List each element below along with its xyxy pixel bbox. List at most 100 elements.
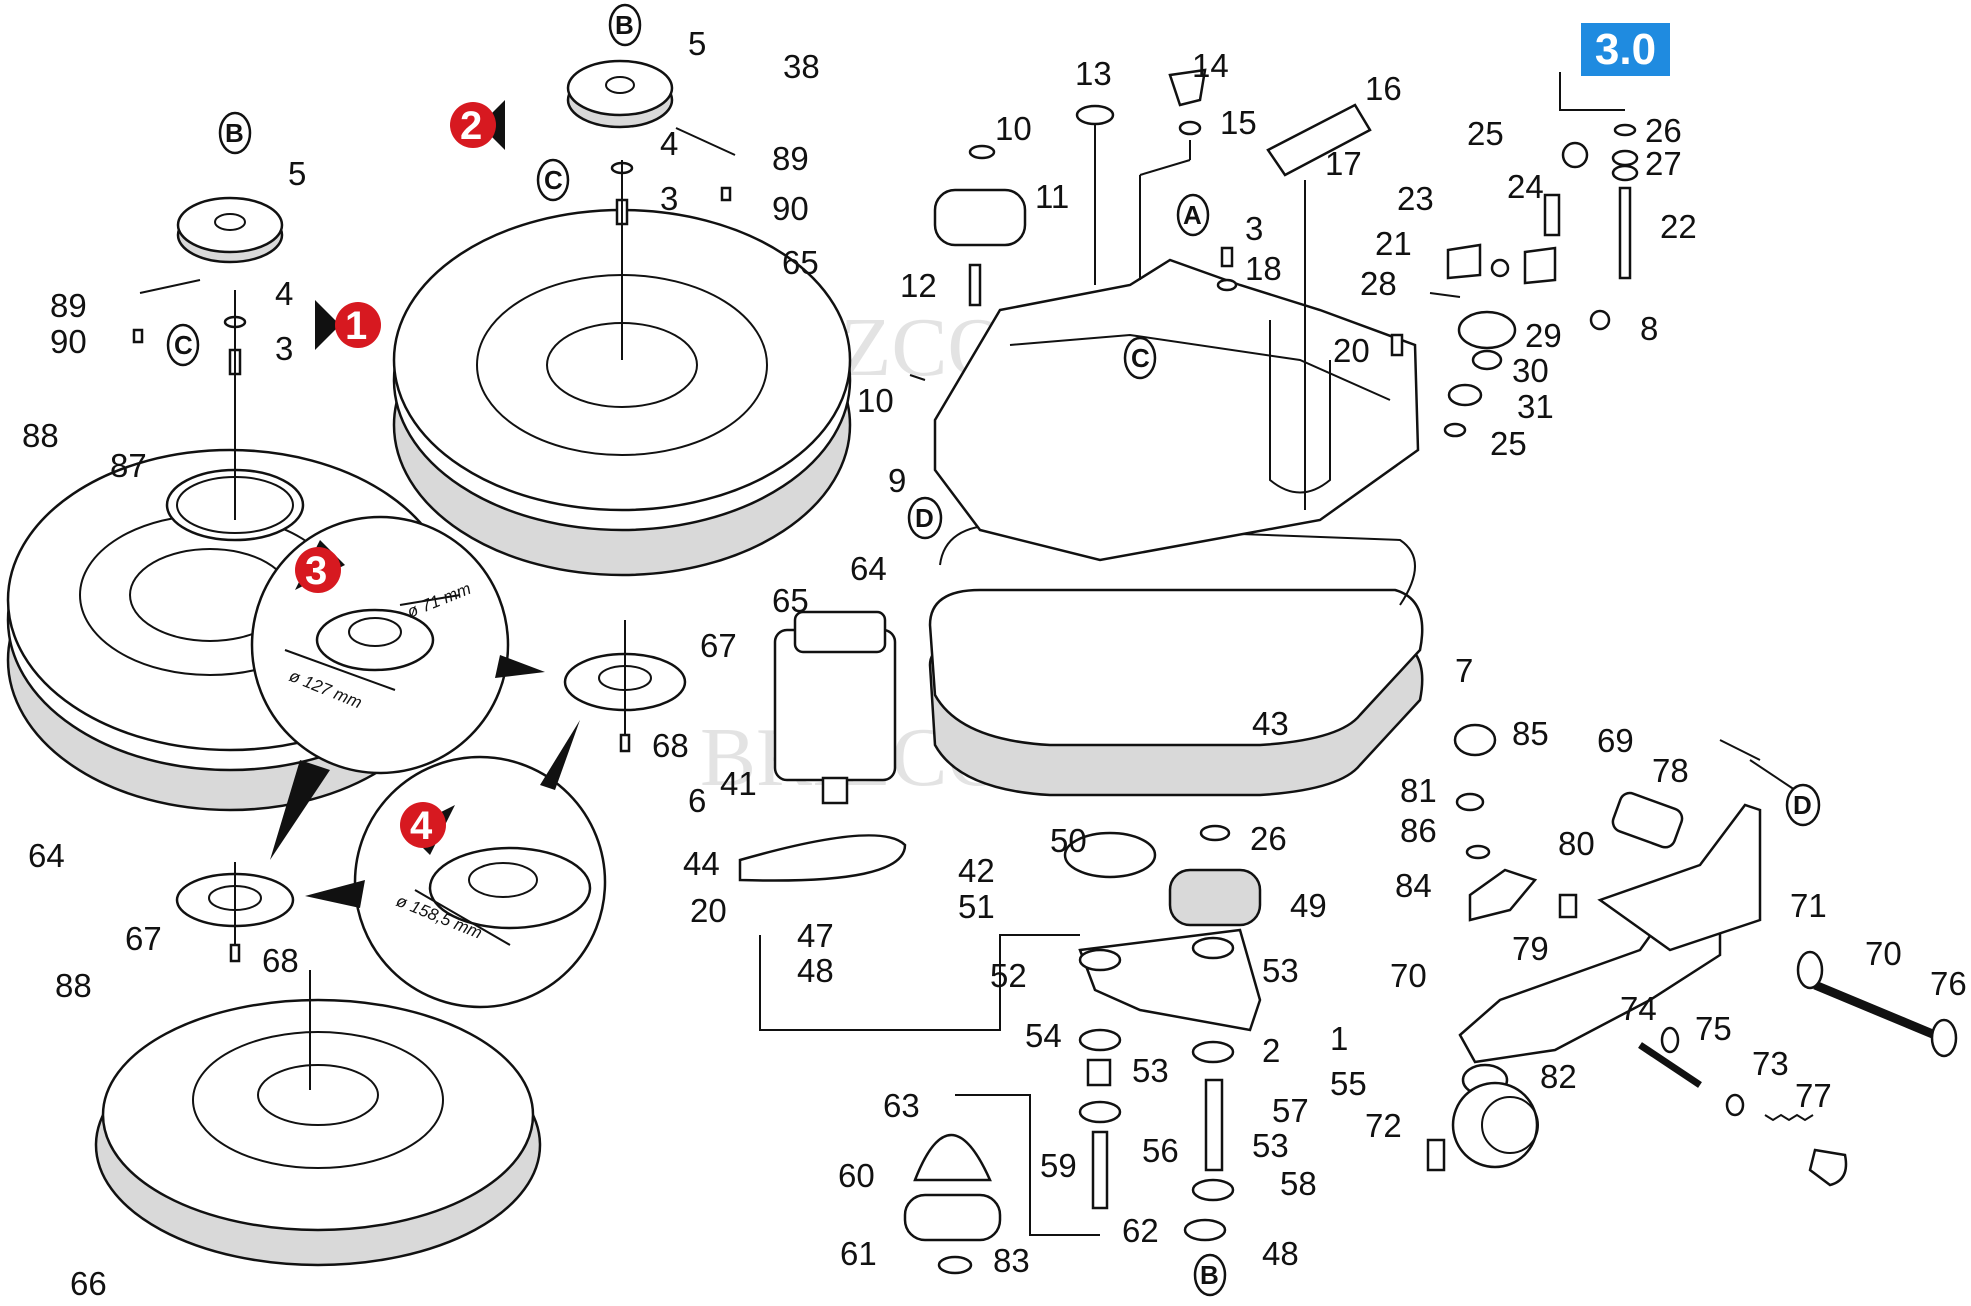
part-label: 53 — [1132, 1052, 1169, 1089]
svg-text:2: 2 — [460, 104, 482, 148]
part-label: 72 — [1365, 1107, 1402, 1144]
part-label: 68 — [262, 942, 299, 979]
part-label: 83 — [993, 1242, 1030, 1279]
part-label: 16 — [1365, 70, 1402, 107]
part-label: 66 — [70, 1265, 107, 1302]
part-label: 85 — [1512, 715, 1549, 752]
part-label: 21 — [1375, 225, 1412, 262]
svg-text:4: 4 — [410, 804, 433, 848]
part-label: 62 — [1122, 1212, 1159, 1249]
part-label: 22 — [1660, 208, 1697, 245]
part-label: 56 — [1142, 1132, 1179, 1169]
part-label: 87 — [110, 447, 147, 484]
part-label: 24 — [1507, 168, 1544, 205]
part-label: 73 — [1752, 1045, 1789, 1082]
part-label: 79 — [1512, 930, 1549, 967]
part-label: 64 — [850, 550, 887, 587]
part-label: 8 — [1640, 310, 1658, 347]
part-label: 25 — [1490, 425, 1527, 462]
part-label: 80 — [1558, 825, 1595, 862]
svg-text:B: B — [615, 10, 634, 40]
part-label: 53 — [1252, 1127, 1289, 1164]
part-label: 3 — [660, 180, 678, 217]
part-label: 13 — [1075, 55, 1112, 92]
part-label: 29 — [1525, 317, 1562, 354]
svg-text:D: D — [915, 503, 934, 533]
part-label: 44 — [683, 845, 720, 882]
wheel-frame — [1426, 723, 1958, 1187]
part-label: 60 — [838, 1157, 875, 1194]
part-label: 65 — [772, 582, 809, 619]
part-label: 10 — [857, 382, 894, 419]
part-label: 51 — [958, 888, 995, 925]
handle-hardware — [1390, 72, 1639, 438]
part-label: 4 — [275, 275, 293, 312]
part-label: 49 — [1290, 887, 1327, 924]
svg-text:B: B — [225, 118, 244, 148]
part-label: 52 — [990, 957, 1027, 994]
part-label: 23 — [1397, 180, 1434, 217]
part-label: 15 — [1220, 104, 1257, 141]
part-label: 10 — [995, 110, 1032, 147]
part-label: 88 — [22, 417, 59, 454]
part-label: 4 — [660, 125, 678, 162]
part-label: 65 — [782, 244, 819, 281]
part-label: 89 — [772, 140, 809, 177]
svg-text:C: C — [544, 165, 563, 195]
part-label: 9 — [888, 462, 906, 499]
part-label: 57 — [1272, 1092, 1309, 1129]
part-label: 90 — [50, 323, 87, 360]
svg-text:1: 1 — [345, 304, 367, 348]
part-label: 26 — [1250, 820, 1287, 857]
part-label: 43 — [1252, 705, 1289, 742]
part-label: 64 — [28, 837, 65, 874]
part-label: 71 — [1790, 887, 1827, 924]
part-label: 38 — [783, 48, 820, 85]
part-label: 67 — [700, 627, 737, 664]
part-label: 3 — [275, 330, 293, 367]
part-label: 78 — [1652, 752, 1689, 789]
part-label: 75 — [1695, 1010, 1732, 1047]
svg-text:C: C — [1131, 343, 1150, 373]
middle-pad-holder — [392, 59, 852, 753]
svg-text:C: C — [174, 330, 193, 360]
detail-markers: 1 2 3 4 — [295, 100, 505, 855]
part-label: 89 — [50, 287, 87, 324]
part-label: 67 — [125, 920, 162, 957]
part-label: 2 — [1262, 1032, 1280, 1069]
part-label: 90 — [772, 190, 809, 227]
part-label: 70 — [1865, 935, 1902, 972]
part-label: 25 — [1467, 115, 1504, 152]
svg-text:B: B — [1200, 1260, 1219, 1290]
part-label: 26 — [1645, 112, 1682, 149]
part-labels: 5 89 90 4 3 88 87 64 67 88 68 66 5 4 89 … — [22, 25, 1967, 1302]
part-label: 48 — [1262, 1235, 1299, 1272]
part-label: 18 — [1245, 250, 1282, 287]
part-label: 58 — [1280, 1165, 1317, 1202]
part-label: 50 — [1050, 822, 1087, 859]
part-label: 30 — [1512, 352, 1549, 389]
part-label: 7 — [1455, 652, 1473, 689]
reference-circles: B B B C C C A D D — [166, 3, 1821, 1297]
part-label: 86 — [1400, 812, 1437, 849]
part-label: 3 — [1245, 210, 1263, 247]
part-label: 68 — [652, 727, 689, 764]
svg-text:3: 3 — [305, 549, 327, 593]
part-label: 55 — [1330, 1065, 1367, 1102]
part-label: 31 — [1517, 388, 1554, 425]
part-label: 63 — [883, 1087, 920, 1124]
part-label: 6 — [688, 782, 706, 819]
part-label: 53 — [1262, 952, 1299, 989]
part-label: 20 — [690, 892, 727, 929]
part-label: 74 — [1620, 990, 1657, 1027]
part-label: 61 — [840, 1235, 877, 1272]
part-label: 59 — [1040, 1147, 1077, 1184]
part-label: 48 — [797, 952, 834, 989]
part-label: 14 — [1192, 47, 1229, 84]
part-label: 42 — [958, 852, 995, 889]
svg-text:A: A — [1183, 200, 1202, 230]
svg-text:D: D — [1793, 790, 1812, 820]
part-label: 41 — [720, 765, 757, 802]
part-label: 20 — [1333, 332, 1370, 369]
